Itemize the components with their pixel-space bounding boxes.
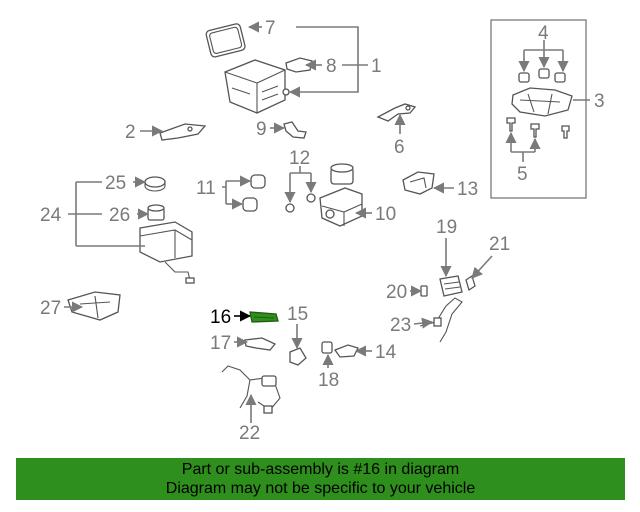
callout-1[interactable]: 1 [371, 56, 382, 77]
callout-13[interactable]: 13 [457, 179, 478, 200]
inset-box [490, 19, 587, 199]
part-3-bracket-assembly[interactable] [506, 68, 573, 139]
callout-18[interactable]: 18 [318, 370, 339, 391]
leader-1 [290, 26, 368, 93]
parts-diagram: 7 8 1 2 9 6 3 4 5 12 11 10 13 25 24 26 2… [40, 18, 605, 444]
leader-23-arrow [413, 317, 434, 329]
part-18-clip[interactable] [321, 341, 333, 354]
callout-6[interactable]: 6 [394, 137, 405, 158]
part-20-clip[interactable] [420, 285, 428, 297]
callout-14[interactable]: 14 [375, 342, 397, 363]
part-19-module[interactable] [439, 275, 463, 297]
part-26-cap[interactable] [147, 204, 165, 221]
callout-9[interactable]: 9 [256, 119, 267, 140]
callout-11[interactable]: 11 [196, 178, 216, 199]
banner-line-1: Part or sub-assembly is #16 in diagram [181, 461, 460, 478]
banner-line-2: Diagram may not be specific to your vehi… [165, 480, 476, 497]
part-17-bracket[interactable] [244, 337, 277, 351]
callout-17[interactable]: 17 [210, 333, 231, 354]
part-23-harness[interactable] [419, 297, 463, 343]
part-16-highlighted[interactable] [249, 311, 279, 323]
part-6-bracket[interactable] [376, 103, 417, 122]
part-7-cover[interactable] [205, 23, 246, 58]
callout-10[interactable]: 10 [375, 204, 396, 225]
callout-22[interactable]: 22 [239, 423, 260, 444]
part-2-bracket[interactable] [159, 123, 207, 141]
info-banner: Part or sub-assembly is #16 in diagram D… [16, 458, 625, 500]
callout-20[interactable]: 20 [386, 282, 407, 303]
part-10-pump[interactable] [319, 163, 363, 227]
callout-8[interactable]: 8 [326, 56, 337, 77]
callout-7[interactable]: 7 [265, 18, 276, 39]
callout-21[interactable]: 21 [489, 234, 510, 255]
callout-3[interactable]: 3 [594, 91, 605, 112]
callout-2[interactable]: 2 [125, 122, 136, 143]
leader-12 [290, 166, 311, 174]
part-12-clip[interactable] [285, 193, 316, 213]
part-5-bolt[interactable] [506, 117, 570, 139]
part-4-cushion[interactable] [518, 68, 566, 83]
callout-25[interactable]: 25 [105, 173, 126, 194]
callout-12[interactable]: 12 [289, 148, 310, 169]
callout-4[interactable]: 4 [538, 23, 549, 44]
part-24-reservoir[interactable] [139, 221, 195, 284]
callout-16[interactable]: 16 [210, 307, 231, 328]
callout-19[interactable]: 19 [436, 217, 457, 238]
leader-21-arrow [471, 255, 493, 279]
part-25-cap[interactable] [144, 176, 166, 192]
callout-15[interactable]: 15 [287, 304, 308, 325]
leader-11 [222, 181, 227, 204]
part-1-actuator[interactable] [224, 59, 290, 114]
part-9-bracket[interactable] [283, 121, 307, 139]
callout-27[interactable]: 27 [40, 298, 61, 319]
part-15-sensor[interactable] [289, 347, 307, 366]
part-21-clip[interactable] [465, 274, 476, 292]
callout-5[interactable]: 5 [517, 164, 528, 185]
callout-26[interactable]: 26 [109, 205, 130, 226]
part-14-sensor[interactable] [333, 344, 359, 358]
callout-23[interactable]: 23 [390, 315, 411, 336]
callout-24[interactable]: 24 [40, 205, 62, 226]
leader-5 [511, 151, 535, 162]
part-13-bracket[interactable] [402, 171, 435, 195]
part-27-bracket[interactable] [67, 291, 121, 321]
